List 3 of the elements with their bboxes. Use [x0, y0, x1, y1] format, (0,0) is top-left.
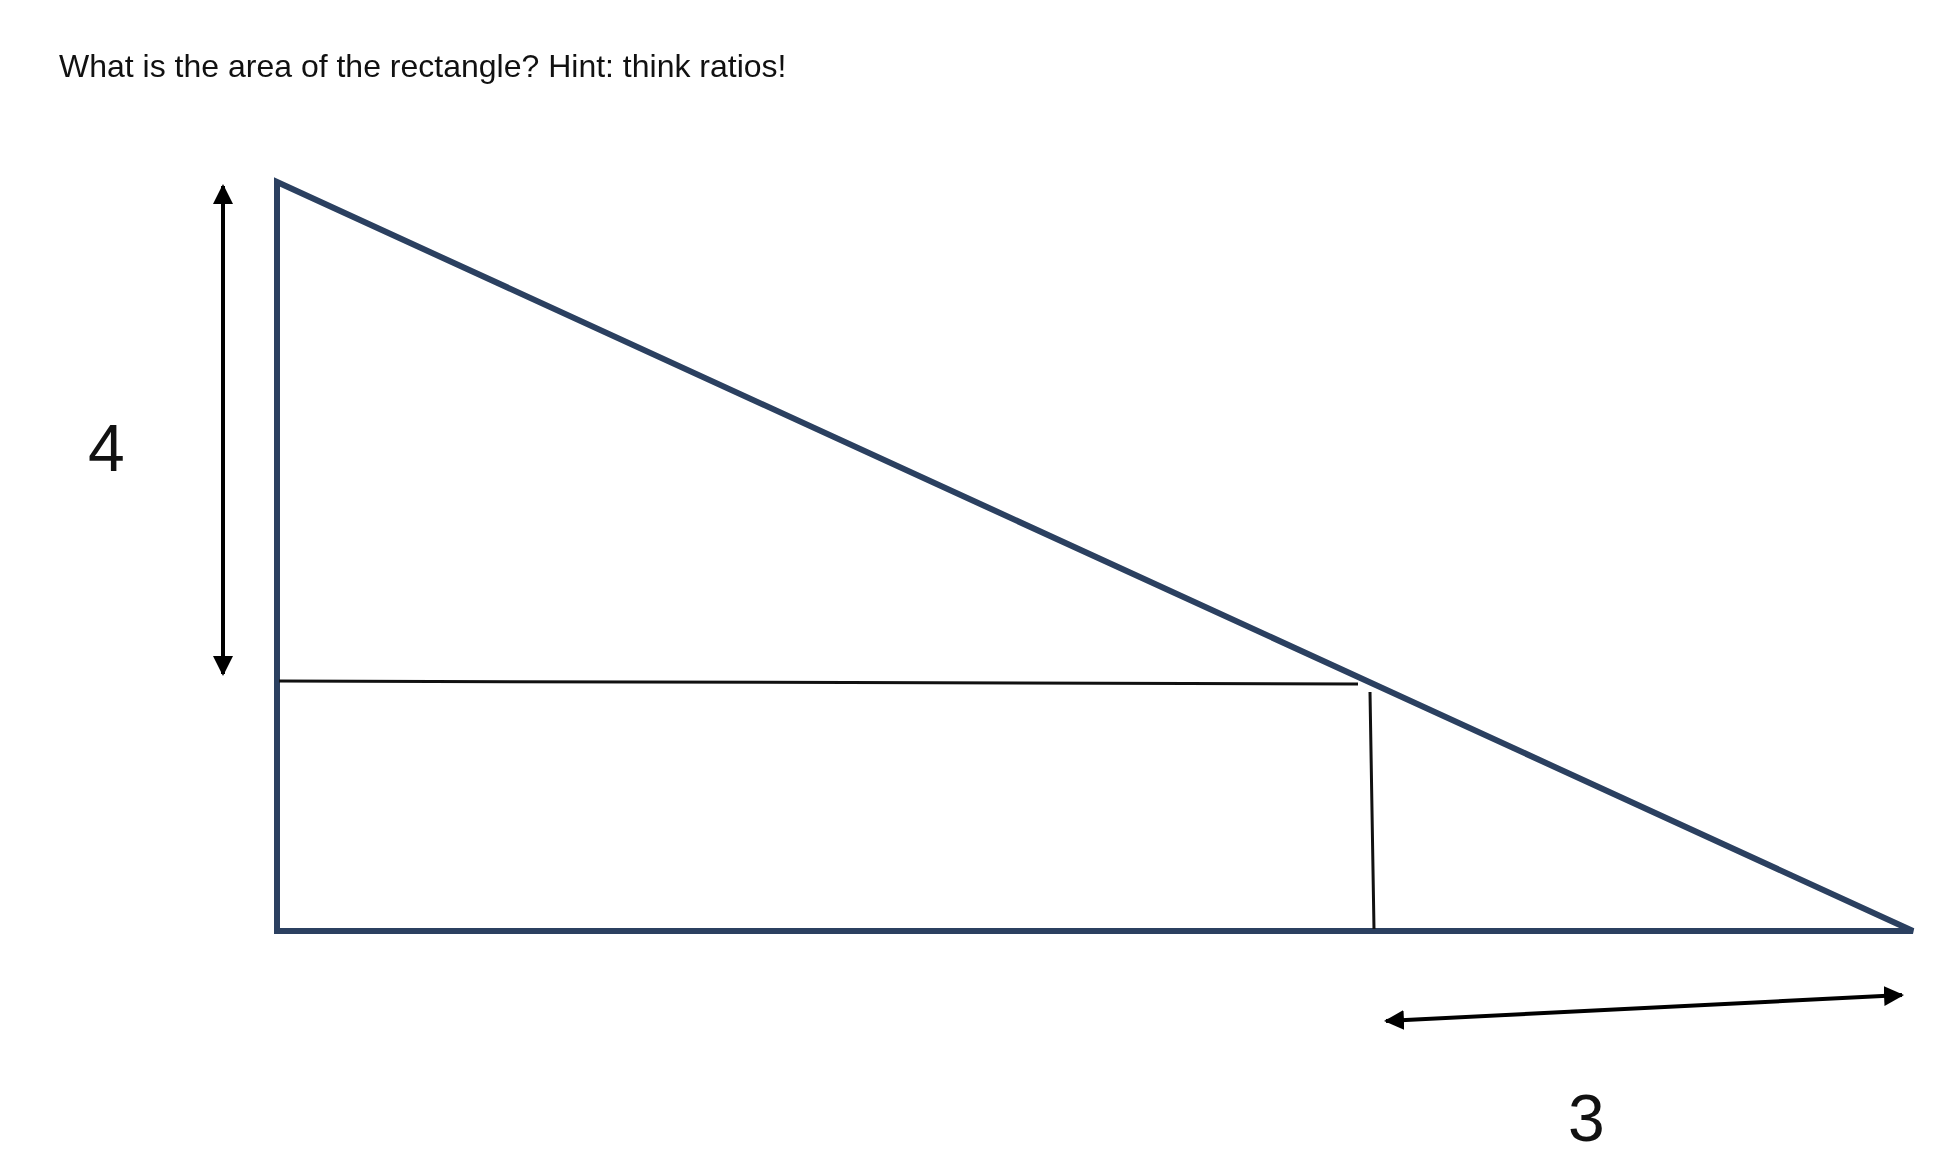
dimension-label: 3 — [1568, 1080, 1605, 1156]
dimension-label: 4 — [88, 410, 125, 486]
question-text: What is the area of the rectangle? Hint: think ratios! — [59, 48, 787, 85]
